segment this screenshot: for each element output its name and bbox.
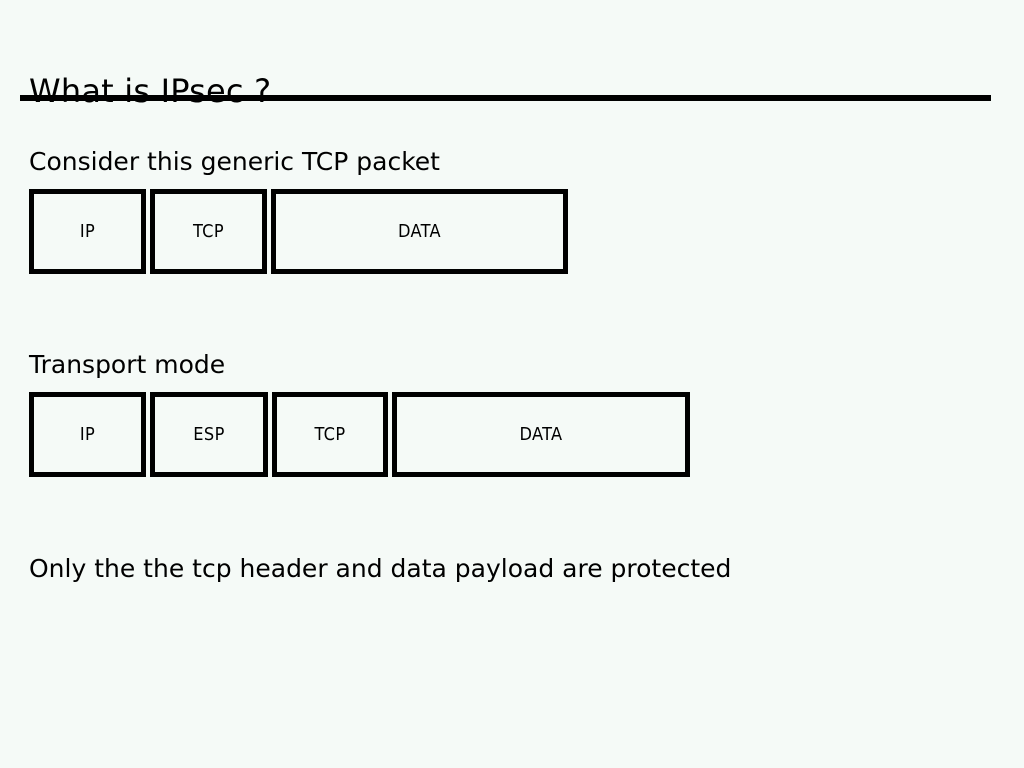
- protection-note: Only the the tcp header and data payload…: [29, 554, 732, 583]
- page-title: What is IPsec ?: [29, 72, 272, 111]
- packet-field-data: DATA: [392, 392, 690, 477]
- packet-field-ip: IP: [29, 189, 146, 274]
- generic-packet-caption: Consider this generic TCP packet: [29, 147, 440, 176]
- transport-mode-packet-diagram: IP ESP TCP DATA: [29, 392, 690, 477]
- packet-field-ip: IP: [29, 392, 146, 477]
- transport-mode-caption: Transport mode: [29, 350, 226, 379]
- packet-field-tcp: TCP: [272, 392, 388, 477]
- packet-field-data: DATA: [271, 189, 568, 274]
- title-divider: [20, 95, 991, 101]
- generic-tcp-packet-diagram: IP TCP DATA: [29, 189, 568, 274]
- packet-field-tcp: TCP: [150, 189, 267, 274]
- packet-field-esp: ESP: [150, 392, 268, 477]
